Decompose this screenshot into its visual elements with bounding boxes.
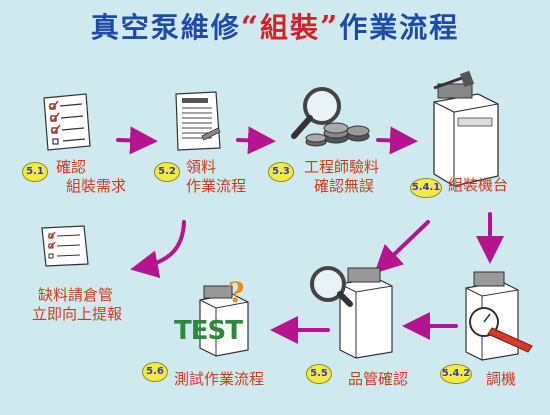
title-close-quote: ”: [320, 10, 340, 45]
side-note-line2: 立即向上提報: [32, 305, 123, 323]
step-label-5-2: 領料 作業流程: [186, 158, 246, 196]
step-badge-5-1: 5.1: [22, 162, 48, 182]
step-label-5-4-1: 組裝機台: [448, 176, 508, 195]
shortage-list-icon: [41, 225, 89, 267]
step-label-5-1: 確認 組裝需求: [56, 158, 126, 196]
step-subtitle-5-1: 組裝需求: [66, 177, 127, 195]
side-note: 缺料請倉管 立即向上提報: [32, 286, 122, 324]
qc-machine-icon: [310, 266, 393, 359]
step-badge-5-6: 5.6: [142, 362, 168, 382]
arrow-5-2-to-side-note: [130, 220, 186, 279]
step-label-5-3: 工程師驗料 確認無誤: [304, 158, 379, 196]
step-badge-5-2: 5.2: [154, 162, 180, 182]
title-open-quote: “: [240, 10, 260, 45]
step-badge-5-3: 5.3: [268, 162, 294, 182]
arrow-5-1-to-5-2: [116, 126, 158, 155]
step-title-5-3: 工程師驗料: [304, 158, 380, 176]
arrow-5-3-to-5-4-1: [376, 126, 418, 155]
step-subtitle-5-2: 作業流程: [186, 177, 247, 195]
pump-machine-icon: [433, 70, 499, 187]
step-title-5-2: 領料: [186, 158, 217, 176]
step-title-5-4-2: 調機: [486, 370, 517, 388]
question-mark-icon: ?: [228, 276, 245, 309]
step-badge-5-4-1: 5.4.1: [410, 178, 442, 198]
step-title-5-1: 確認: [56, 158, 87, 176]
checklist-icon: [43, 93, 91, 151]
step-title-5-5: 品管確認: [348, 370, 409, 388]
step-title-5-4-1: 組裝機台: [448, 176, 509, 194]
step-label-5-5: 品管確認: [348, 370, 408, 389]
step-label-5-6: 測試作業流程: [174, 370, 264, 389]
step-label-5-4-2: 調機: [486, 370, 516, 389]
arrow-5-4-1-to-5-5: [374, 220, 430, 274]
title-suffix: 作業流程: [339, 11, 460, 44]
form-document-icon: [175, 91, 221, 151]
step-title-5-6: 測試作業流程: [174, 370, 265, 388]
title-prefix: 真空泵維修: [90, 11, 241, 44]
test-machine-icon: [199, 285, 249, 357]
step-badge-5-4-2: 5.4.2: [440, 364, 472, 384]
title-highlight: 組裝: [259, 11, 320, 44]
diagram-title: 真空泵維修“組裝”作業流程: [0, 6, 550, 46]
test-label: TEST: [174, 316, 243, 346]
side-note-line1: 缺料請倉管: [38, 286, 114, 304]
step-badge-5-5: 5.5: [306, 364, 332, 384]
arrow-5-2-to-5-3: [236, 126, 276, 155]
adjust-machine-icon: [465, 271, 533, 361]
magnifier-parts-icon: [291, 87, 370, 147]
step-subtitle-5-3: 確認無誤: [314, 177, 375, 195]
